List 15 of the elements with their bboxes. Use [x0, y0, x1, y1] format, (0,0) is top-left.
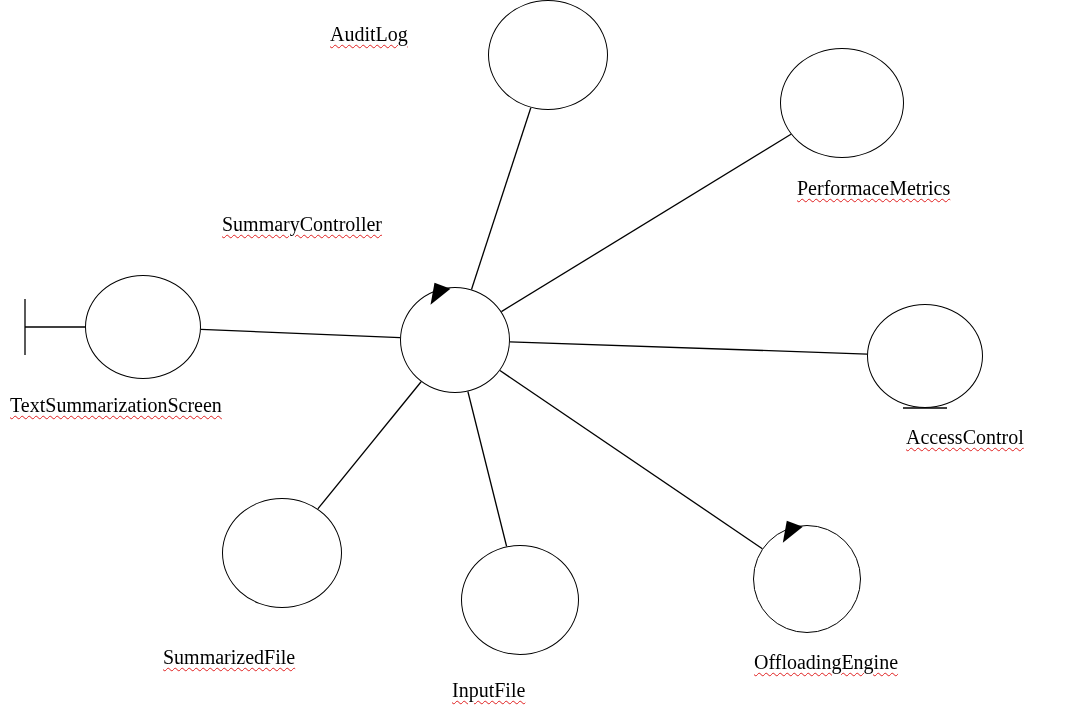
connector-line	[317, 381, 422, 510]
object-name: PerformaceMetrics	[797, 176, 951, 200]
connector-line	[509, 341, 868, 355]
object-name: TextSummarizationScreen	[10, 393, 222, 417]
object-name: SummarizedFile	[163, 645, 296, 669]
object-name: AccessControl	[906, 425, 1024, 449]
object-name: SummaryController	[222, 212, 382, 236]
object-name: InputFile	[452, 678, 526, 702]
connector-line	[499, 369, 763, 550]
object-name: AuditLog	[330, 22, 408, 46]
connector-line	[467, 390, 508, 548]
connector-line	[200, 328, 401, 339]
connector-line	[500, 133, 792, 313]
object-name: OffloadingEngine	[754, 650, 899, 674]
connector-line	[470, 107, 532, 291]
